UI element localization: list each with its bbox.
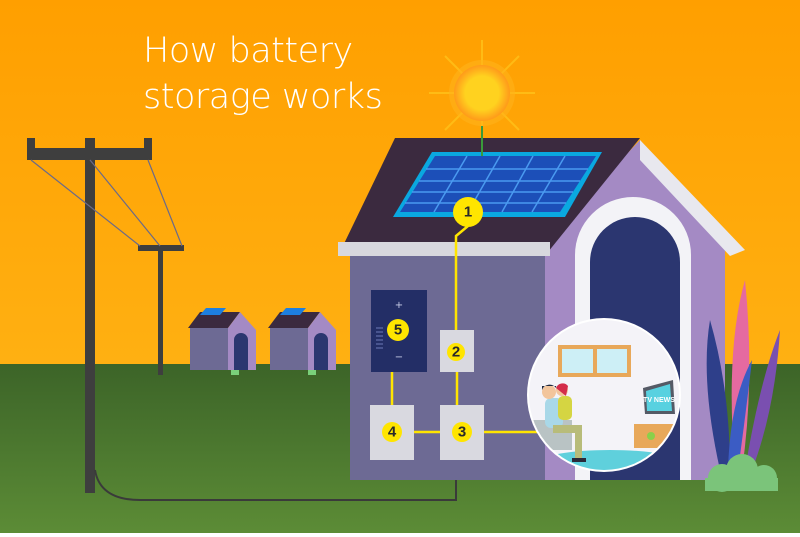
plant (706, 280, 780, 470)
svg-text:2: 2 (452, 344, 460, 361)
bush (705, 454, 778, 492)
underground-cable (94, 460, 457, 501)
battery-plus: + (395, 300, 403, 311)
neighbour-house (188, 308, 256, 375)
title-line-1: How battery (143, 31, 353, 71)
power-pole (27, 138, 184, 493)
living-room-inset: TV NEWS (527, 318, 681, 472)
marker-4: 4 (382, 422, 402, 442)
solar-panel (400, 155, 596, 213)
svg-text:3: 3 (458, 424, 466, 441)
neighbour-house (268, 308, 336, 375)
svg-text:5: 5 (394, 322, 402, 339)
sun-icon (429, 40, 535, 146)
power-lines (30, 159, 183, 247)
svg-text:1: 1 (464, 204, 472, 221)
marker-2: 2 (447, 343, 465, 361)
marker-5: 5 (387, 319, 409, 341)
couple-on-sofa (542, 383, 586, 462)
page-title: How battery storage works (143, 28, 383, 120)
svg-text:4: 4 (388, 424, 397, 441)
tv-news-text: TV NEWS (643, 397, 675, 404)
battery-minus: − (395, 352, 403, 363)
marker-3: 3 (452, 422, 472, 442)
battery-gauge (376, 327, 383, 349)
title-line-2: storage works (143, 77, 383, 117)
marker-1: 1 (453, 197, 483, 227)
tv-icon: TV NEWS (643, 380, 675, 414)
